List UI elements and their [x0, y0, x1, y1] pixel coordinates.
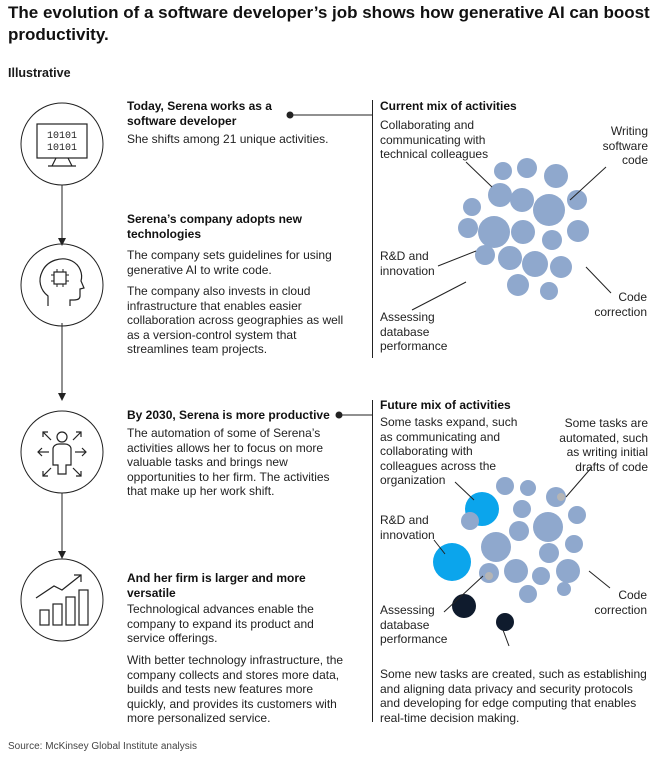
expanded-activity-bubble: [433, 543, 471, 581]
activity-activity-bubble: [520, 480, 536, 496]
activity-activity-bubble: [567, 190, 587, 210]
activity-activity-bubble: [510, 188, 534, 212]
activity-activity-bubble: [509, 521, 529, 541]
activity-activity-bubble: [507, 274, 529, 296]
activity-activity-bubble: [461, 512, 479, 530]
connector-future: [335, 411, 372, 419]
label-rnd: R&D and innovation: [380, 249, 435, 278]
activity-activity-bubble: [511, 220, 535, 244]
automated-activity-bubble: [485, 572, 493, 580]
activity-activity-bubble: [494, 162, 512, 180]
growth-chart-icon: [20, 558, 104, 642]
activity-activity-bubble: [463, 198, 481, 216]
step1-heading: Today, Serena works as a software develo…: [127, 99, 272, 128]
activity-activity-bubble: [519, 585, 537, 603]
connector-current: [286, 111, 372, 119]
step1-text: She shifts among 21 unique activities.: [127, 132, 329, 146]
activity-activity-bubble: [533, 512, 563, 542]
activity-activity-bubble: [550, 256, 572, 278]
step4-text-1: Technological advances enable the compan…: [127, 602, 314, 645]
activity-activity-bubble: [567, 220, 589, 242]
head-chip-icon: [20, 243, 104, 327]
label-future-rnd: R&D and innovation: [380, 513, 435, 542]
activity-activity-bubble: [532, 567, 550, 585]
activity-activity-bubble: [513, 500, 531, 518]
step2-text-1: The company sets guidelines for using ge…: [127, 248, 332, 277]
activity-activity-bubble: [556, 559, 580, 583]
svg-text:10101: 10101: [47, 131, 77, 142]
activity-activity-bubble: [540, 282, 558, 300]
activity-activity-bubble: [557, 582, 571, 596]
new-activity-bubble: [496, 613, 514, 631]
future-activity-bubbles: [433, 477, 586, 631]
label-future-code-correction: Code correction: [594, 588, 647, 617]
step4-heading: And her firm is larger and more versatil…: [127, 571, 306, 600]
label-collaborating: Collaborating and communicating with tec…: [380, 118, 489, 161]
step2-heading: Serena’s company adopts new technologies: [127, 212, 302, 241]
label-future-assessing-db: Assessing database performance: [380, 603, 448, 646]
activity-activity-bubble: [565, 535, 583, 553]
person-arrows-icon: [20, 410, 104, 494]
activity-activity-bubble: [488, 183, 512, 207]
activity-activity-bubble: [478, 216, 510, 248]
activity-activity-bubble: [517, 158, 537, 178]
activity-activity-bubble: [522, 251, 548, 277]
activity-activity-bubble: [498, 246, 522, 270]
future-mix-heading: Future mix of activities: [380, 398, 511, 412]
activity-activity-bubble: [568, 506, 586, 524]
label-writing-code: Writing software code: [602, 124, 648, 167]
label-assessing-db: Assessing database performance: [380, 310, 448, 353]
svg-text:10101: 10101: [47, 143, 77, 154]
current-divider: [372, 100, 373, 358]
step2-text-2: The company also invests in cloud infras…: [127, 284, 344, 356]
activity-activity-bubble: [458, 218, 478, 238]
activity-activity-bubble: [544, 164, 568, 188]
activity-activity-bubble: [475, 245, 495, 265]
activity-activity-bubble: [539, 543, 559, 563]
timeline: [58, 185, 66, 559]
future-divider: [372, 400, 373, 722]
activity-activity-bubble: [504, 559, 528, 583]
label-tasks-automated: Some tasks are automated, such as writin…: [559, 416, 648, 474]
step3-heading: By 2030, Serena is more productive: [127, 408, 330, 422]
step3-text: The automation of some of Serena’s activ…: [127, 426, 330, 498]
activity-activity-bubble: [533, 194, 565, 226]
label-code-correction: Code correction: [594, 290, 647, 319]
activity-activity-bubble: [546, 487, 566, 507]
new-activity-bubble: [452, 594, 476, 618]
automated-activity-bubble: [557, 493, 565, 501]
current-leader-lines: [411, 161, 612, 311]
page-title: The evolution of a software developer’s …: [8, 3, 650, 44]
current-mix-heading: Current mix of activities: [380, 99, 517, 113]
label-tasks-expand: Some tasks expand, such as communicating…: [380, 415, 518, 487]
activity-activity-bubble: [496, 477, 514, 495]
label-new-tasks: Some new tasks are created, such as esta…: [380, 667, 647, 725]
source-note: Source: McKinsey Global Institute analys…: [8, 741, 197, 752]
step4-text-2: With better technology infrastructure, t…: [127, 653, 344, 725]
computer-binary-icon: 10101 10101: [20, 102, 104, 186]
activity-activity-bubble: [542, 230, 562, 250]
activity-activity-bubble: [481, 532, 511, 562]
subtitle: Illustrative: [8, 66, 71, 80]
current-activity-bubbles: [458, 158, 589, 300]
future-leader-lines: [433, 466, 611, 647]
